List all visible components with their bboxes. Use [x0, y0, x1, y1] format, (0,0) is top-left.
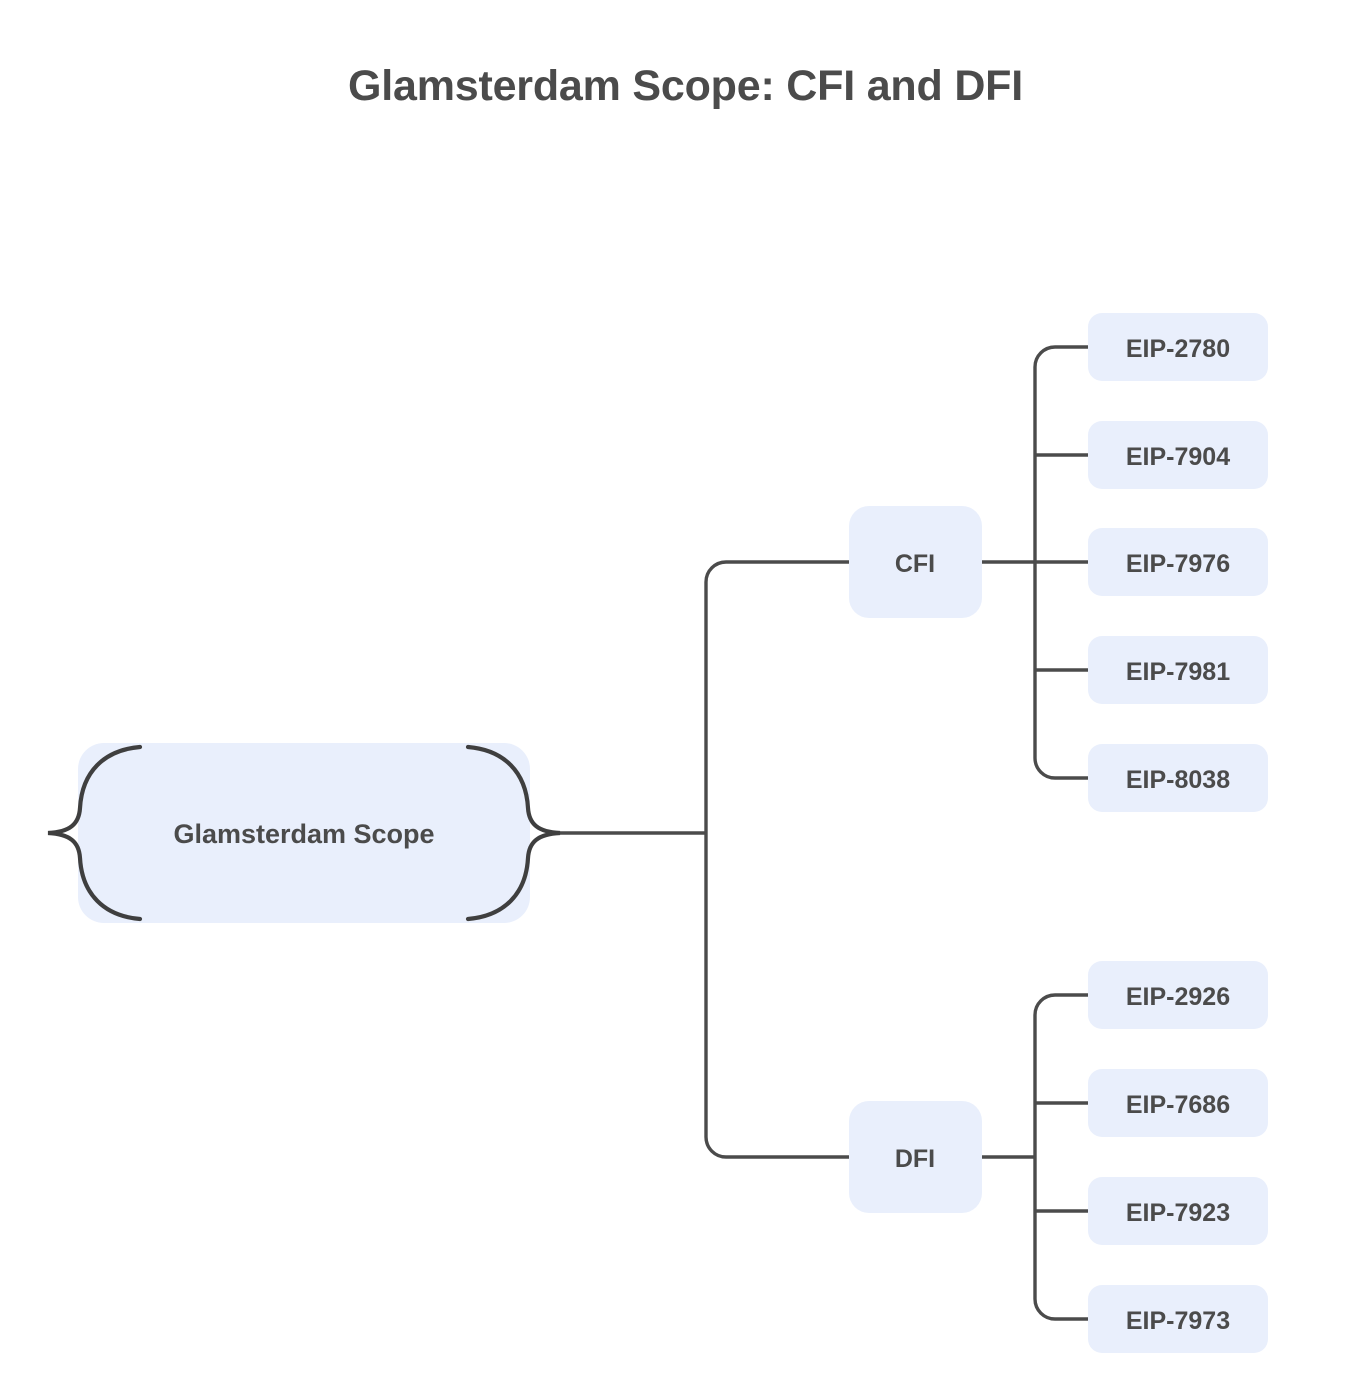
- node-leaf-eip-7904[interactable]: EIP-7904: [1088, 421, 1268, 489]
- node-leaf-eip-7686[interactable]: EIP-7686: [1088, 1069, 1268, 1137]
- node-branch-cfi[interactable]: CFI: [849, 506, 982, 618]
- edge-trunk-dfi: [704, 1136, 849, 1159]
- page-title: Glamsterdam Scope: CFI and DFI: [348, 62, 1023, 110]
- node-root-left-brace: [47, 744, 143, 922]
- node-leaf-eip-8038-fill: [1088, 744, 1268, 812]
- node-leaf-eip-7981-label: EIP-7981: [1126, 658, 1230, 686]
- node-leaf-eip-7976-fill: [1088, 528, 1268, 596]
- node-leaf-eip-7981[interactable]: EIP-7981: [1088, 636, 1268, 704]
- node-leaf-eip-7904-fill: [1088, 421, 1268, 489]
- node-root[interactable]: Glamsterdam Scope: [47, 743, 561, 923]
- node-branch-cfi-label: CFI: [895, 550, 935, 578]
- node-root-right-brace: [465, 744, 561, 922]
- node-leaf-eip-7686-label: EIP-7686: [1126, 1091, 1230, 1119]
- node-leaf-eip-7976-label: EIP-7976: [1126, 550, 1230, 578]
- node-leaf-eip-2926-fill: [1088, 961, 1268, 1029]
- edge-cfi-child-0: [1033, 345, 1088, 368]
- node-leaf-eip-7923[interactable]: EIP-7923: [1088, 1177, 1268, 1245]
- edge-dfi-child-0: [1033, 993, 1088, 1016]
- node-branch-cfi-fill: [849, 506, 982, 618]
- node-leaf-eip-7973[interactable]: EIP-7973: [1088, 1285, 1268, 1353]
- edge-trunk-cfi: [704, 560, 849, 583]
- node-leaf-eip-2780[interactable]: EIP-2780: [1088, 313, 1268, 381]
- node-root-label: Glamsterdam Scope: [173, 819, 434, 849]
- node-leaf-eip-7686-fill: [1088, 1069, 1268, 1137]
- edge-dfi-child-3: [1033, 1298, 1088, 1321]
- node-leaf-eip-7981-fill: [1088, 636, 1268, 704]
- node-root-fill: [78, 743, 530, 923]
- node-leaf-eip-7904-label: EIP-7904: [1126, 443, 1230, 471]
- node-leaf-eip-7923-label: EIP-7923: [1126, 1199, 1230, 1227]
- edge-cfi-child-4: [1033, 757, 1088, 780]
- node-leaf-eip-2926-label: EIP-2926: [1126, 983, 1230, 1011]
- node-branch-dfi-fill: [849, 1101, 982, 1213]
- node-leaf-eip-8038-label: EIP-8038: [1126, 766, 1230, 794]
- node-leaf-eip-2780-fill: [1088, 313, 1268, 381]
- node-leaf-eip-7923-fill: [1088, 1177, 1268, 1245]
- node-leaf-eip-2780-label: EIP-2780: [1126, 335, 1230, 363]
- node-branch-dfi-label: DFI: [895, 1145, 935, 1173]
- node-leaf-eip-7976[interactable]: EIP-7976: [1088, 528, 1268, 596]
- node-leaf-eip-8038[interactable]: EIP-8038: [1088, 744, 1268, 812]
- node-branch-dfi[interactable]: DFI: [849, 1101, 982, 1213]
- edge-group: [555, 345, 1088, 1321]
- node-leaf-eip-7973-fill: [1088, 1285, 1268, 1353]
- node-leaf-eip-2926[interactable]: EIP-2926: [1088, 961, 1268, 1029]
- node-leaf-eip-7973-label: EIP-7973: [1126, 1307, 1230, 1335]
